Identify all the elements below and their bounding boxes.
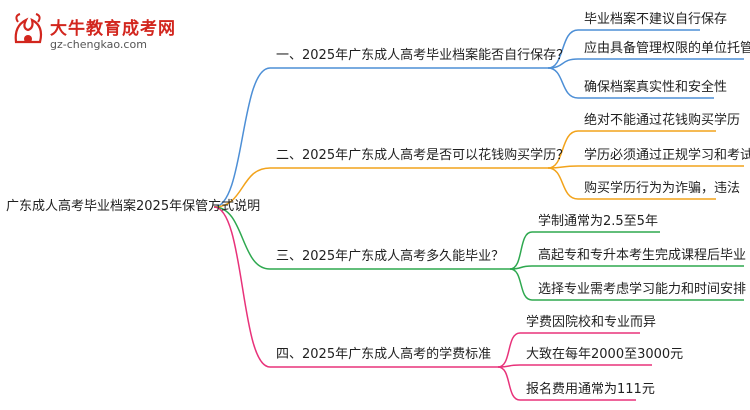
leaf-4-1: 学费因院校和专业而异 <box>526 315 657 330</box>
leaf-1-1: 毕业档案不建议自行保存 <box>584 12 728 27</box>
connector-b4-leaf-3 <box>497 366 636 401</box>
connector-root-branch-1 <box>213 67 548 208</box>
leaf-4-3: 报名费用通常为111元 <box>526 382 655 397</box>
connector-root-branch-4 <box>213 206 498 368</box>
connector-b2-leaf-2 <box>547 165 744 169</box>
leaf-2-1: 绝对不能通过花钱购买学历 <box>584 113 741 128</box>
connector-root-branch-2 <box>213 167 548 208</box>
bull-logo-icon <box>14 13 43 44</box>
branch-4-label: 四、2025年广东成人高考的学费标准 <box>276 347 492 362</box>
leaf-3-3: 选择专业需考虑学习能力和时间安排 <box>538 282 747 297</box>
leaf-3-2: 高起专和专升本考生完成课程后毕业 <box>538 248 747 263</box>
connector-b1-leaf-1 <box>547 29 700 69</box>
root-node: 广东成人高考毕业档案2025年保管方式说明 <box>6 199 261 214</box>
branch-3-label: 三、2025年广东成人高考多久能毕业？ <box>276 249 505 264</box>
leaf-2-2: 学历必须通过正规学习和考试获得 <box>584 148 750 163</box>
leaf-4-2: 大致在每年2000至3000元 <box>526 347 684 362</box>
connector-b3-leaf-3 <box>509 268 744 301</box>
leaf-1-2: 应由具备管理权限的单位托管 <box>584 41 750 56</box>
connector-b1-leaf-2 <box>547 58 744 69</box>
branch-2-label: 二、2025年广东成人高考是否可以花钱购买学历？ <box>276 148 570 163</box>
branch-1-label: 一、2025年广东成人高考毕业档案能否自行保存？ <box>276 48 570 63</box>
site-logo[interactable]: 大牛教育成考网 gz-chengkao.com <box>6 8 176 58</box>
connector-b4-leaf-1 <box>497 332 640 368</box>
leaf-2-3: 购买学历行为为诈骗，违法 <box>584 181 741 196</box>
connector-b2-leaf-3 <box>547 167 716 200</box>
connector-b3-leaf-1 <box>509 231 660 270</box>
connector-b4-leaf-2 <box>497 364 652 368</box>
connector-b2-leaf-1 <box>547 130 716 169</box>
connector-root-branch-3 <box>213 206 510 270</box>
connector-b1-leaf-3 <box>547 67 714 99</box>
connector-b3-leaf-2 <box>509 265 744 270</box>
logo-url: gz-chengkao.com <box>50 38 147 51</box>
logo-name: 大牛教育成考网 <box>50 19 176 39</box>
leaf-3-1: 学制通常为2.5至5年 <box>538 214 658 229</box>
leaf-1-3: 确保档案真实性和安全性 <box>584 80 728 95</box>
